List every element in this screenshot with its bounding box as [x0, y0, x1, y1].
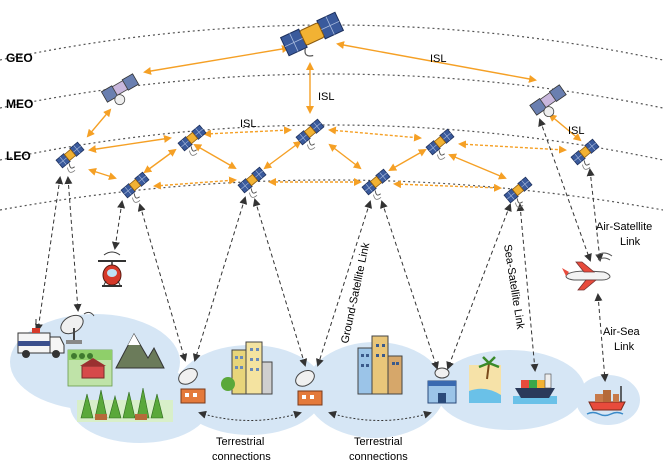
leo-orbit-2	[0, 179, 663, 211]
airplane-icon	[562, 252, 613, 291]
isl-meo-leo-left	[86, 108, 112, 138]
isl-diag-5	[388, 149, 427, 171]
isl-diag-2	[143, 148, 177, 174]
link-leo-dish	[64, 176, 82, 312]
isl-leo-8	[393, 180, 502, 192]
air-satellite-link-meo	[538, 118, 592, 262]
leo-label: LEO	[6, 149, 31, 163]
link-leo-helicopter	[111, 200, 126, 250]
ground-satellite-link	[316, 200, 372, 367]
forest-icon	[77, 387, 173, 422]
isl-geo-meo-right	[336, 41, 537, 83]
ship-icon	[513, 373, 557, 404]
link-leo-base1b	[192, 196, 248, 362]
isl-links	[86, 41, 582, 192]
isl-top-label: ISL	[430, 53, 447, 65]
link-leo-base3	[380, 200, 439, 370]
isl-diag-6	[448, 153, 507, 180]
link-leo-ambulance	[34, 176, 64, 332]
leo-satellite-2-icon	[177, 124, 213, 159]
link-leo-base1	[137, 203, 188, 362]
isl-leo-3	[328, 126, 422, 142]
cargo-ship-icon	[586, 386, 626, 417]
air-satellite-link-label-2: Link	[620, 236, 641, 248]
city-2-icon	[357, 335, 403, 395]
leo-satellite-5-icon	[570, 138, 606, 173]
terrestrial-connections-1-label-2: connections	[212, 451, 271, 463]
satellite-dish-icon	[60, 311, 95, 344]
leo-satellite-9-icon	[503, 176, 539, 211]
isl-vertical-label: ISL	[318, 91, 335, 103]
base-station-3-icon	[427, 367, 457, 404]
geo-satellite-icon	[279, 11, 349, 66]
city-1-icon	[221, 341, 273, 395]
isl-leo-1	[88, 134, 172, 154]
terrestrial-connections-2-label-1: Terrestrial	[354, 436, 402, 448]
isl-leo-label: ISL	[240, 118, 257, 130]
helicopter-icon	[98, 251, 126, 287]
isl-leo-2	[203, 126, 292, 138]
farm-icon	[67, 349, 113, 387]
sea-satellite-link	[516, 203, 539, 372]
meo-satellite-right-icon	[529, 84, 572, 124]
isl-leo-5	[88, 168, 117, 180]
mountain-icon	[115, 332, 165, 369]
geo-label: GEO	[6, 51, 33, 65]
isl-right-label: ISL	[568, 125, 585, 137]
isl-diag-4	[328, 143, 362, 170]
isl-diag-3	[263, 140, 302, 170]
leo-satellite-8-icon	[361, 168, 397, 203]
isl-leo-6	[153, 176, 237, 190]
link-leo-base3b	[446, 203, 512, 370]
meo-label: MEO	[6, 97, 33, 111]
ground-satellite-link-label: Ground-Satellite Link	[339, 241, 372, 344]
sea-satellite-link-label: Sea-Satellite Link	[501, 244, 526, 331]
leo-satellite-1-icon	[55, 141, 91, 176]
isl-geo-meo-left	[143, 45, 290, 75]
terrestrial-connections-2-label-2: connections	[349, 451, 408, 463]
air-sea-link	[594, 293, 609, 382]
air-sea-link-label-2: Link	[614, 341, 635, 353]
isl-diag-1	[193, 144, 237, 169]
beach-icon	[469, 356, 501, 403]
base-station-2-icon	[295, 369, 323, 406]
air-satellite-link	[586, 168, 604, 262]
link-leo-base2	[252, 198, 308, 367]
coastal-area	[435, 350, 585, 430]
air-sea-link-label-1: Air-Sea	[603, 326, 641, 338]
leo-satellite-7-icon	[237, 166, 273, 201]
meo-satellite-left-icon	[101, 73, 144, 111]
air-satellite-link-label-1: Air-Satellite	[596, 221, 652, 233]
terrestrial-connections-1-label-1: Terrestrial	[216, 436, 264, 448]
ambulance-icon	[17, 319, 65, 358]
leo-satellite-3-icon	[295, 118, 331, 153]
ground-links	[34, 118, 609, 421]
base-station-1-icon	[178, 367, 206, 404]
